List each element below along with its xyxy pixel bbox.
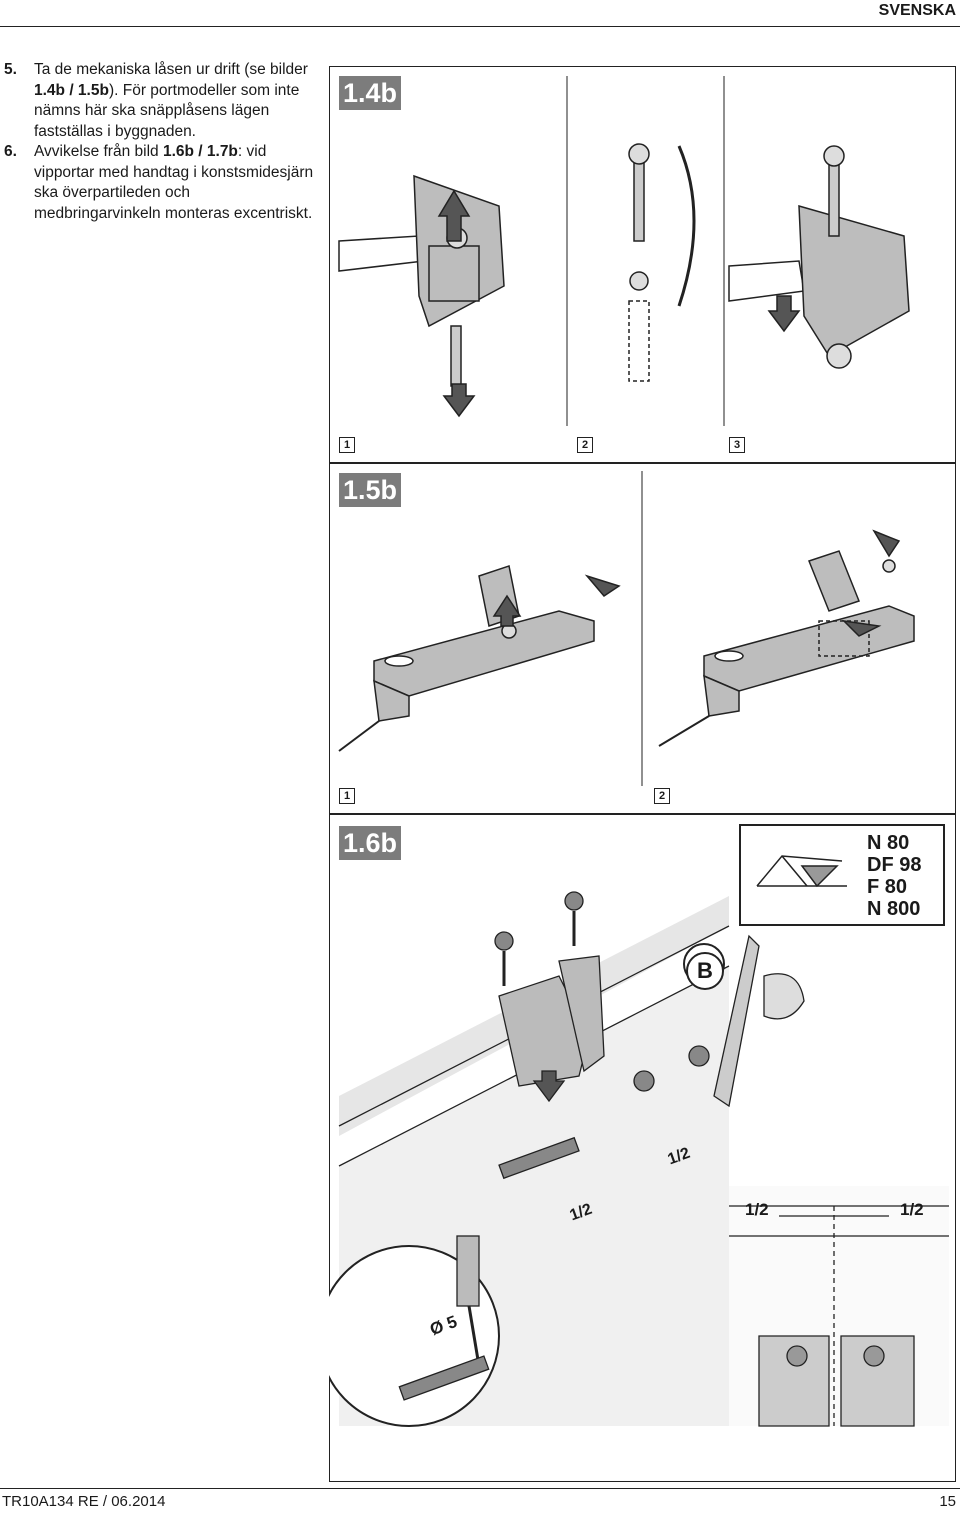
sub-step-3: 3 (729, 437, 745, 453)
half-mark: 1/2 (900, 1200, 924, 1219)
figure-label-1-4b: 1.4b (339, 76, 402, 110)
document-id: TR10A134 RE / 06.2014 (2, 1493, 166, 1510)
sub-step-1: 1 (339, 788, 355, 804)
language-label: SVENSKA (878, 2, 956, 19)
figure-1-5b-drawing (338, 471, 915, 786)
sub-step-2: 2 (577, 437, 593, 453)
step-number: 6. (4, 143, 17, 160)
figure-label-1-5b: 1.5b (339, 473, 402, 507)
page-number: 15 (939, 1493, 956, 1510)
sub-step-2: 2 (654, 788, 670, 804)
figure-1-6b-drawing (329, 891, 949, 1427)
door-models-list: N 80 DF 98 F 80 N 800 (867, 832, 922, 920)
step-5: 5. Ta de mekaniska låsen ur drift (se bi… (4, 60, 314, 142)
sub-step-1: 1 (339, 437, 355, 453)
door-models-box: N 80 DF 98 F 80 N 800 (739, 824, 945, 926)
illustration-frame (329, 66, 956, 1482)
callout-b: B (686, 952, 724, 990)
header-bar: SVENSKA (0, 0, 960, 27)
step-number: 5. (4, 61, 17, 78)
step-text: Ta de mekaniska låsen ur drift (se bilde… (34, 61, 308, 140)
figure-1-4b-drawing (338, 76, 910, 426)
section-divider (329, 462, 956, 464)
instruction-steps: 5. Ta de mekaniska låsen ur drift (se bi… (4, 60, 314, 224)
figure-label-1-6b: 1.6b (339, 826, 402, 860)
footer: TR10A134 RE / 06.2014 15 (0, 1488, 960, 1513)
door-model-icon (756, 855, 847, 888)
step-text: Avvikelse från bild 1.6b / 1.7b: vid vip… (34, 143, 314, 222)
step-6: 6. Avvikelse från bild 1.6b / 1.7b: vid … (4, 142, 314, 224)
half-mark: 1/2 (745, 1200, 769, 1219)
section-divider (329, 813, 956, 815)
